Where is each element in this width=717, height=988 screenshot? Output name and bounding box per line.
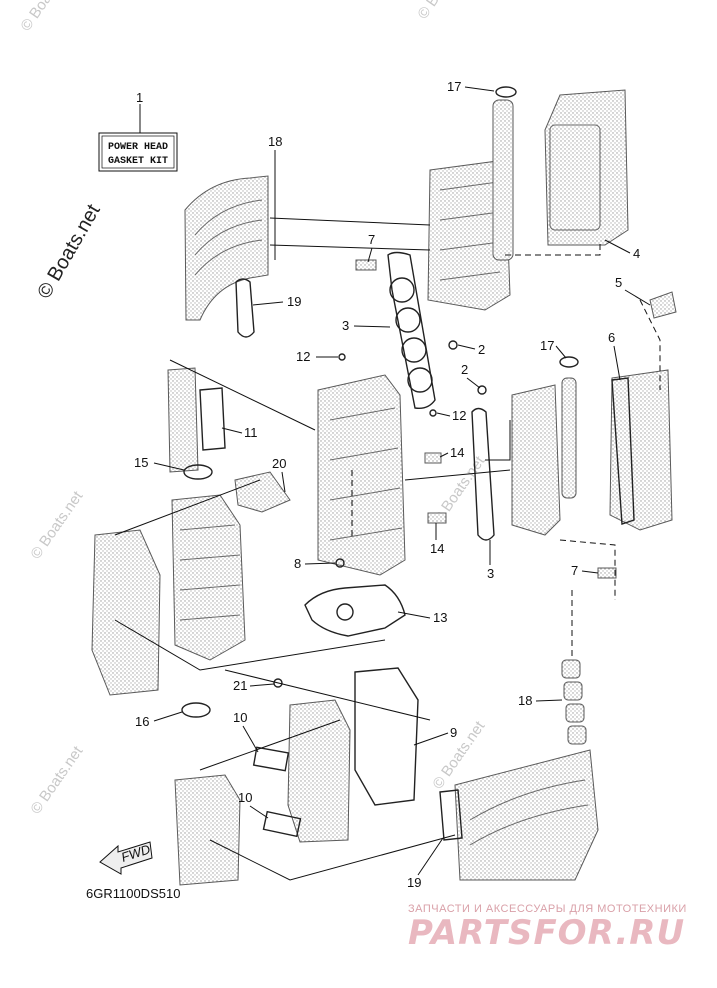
cylinder-block [317, 374, 406, 576]
kit-label-line2: GASKET KIT [108, 156, 168, 167]
callout-6: 6 [608, 330, 615, 345]
callout-11: 11 [244, 425, 258, 440]
diagram-code: 6GR1100DS510 [86, 886, 180, 901]
gasket-10-upper [252, 746, 290, 772]
callout-17-top: 17 [447, 79, 461, 94]
gasket-13 [304, 584, 406, 637]
callout-9: 9 [450, 725, 457, 740]
bracket-11 [167, 367, 226, 473]
callout-17-right: 17 [540, 338, 554, 353]
head-gasket-3-upper [387, 251, 436, 410]
crankshaft-assembly [171, 494, 246, 661]
oring-21 [273, 678, 283, 688]
camshaft-upper [492, 99, 514, 261]
cylinder-head-lower [511, 384, 561, 536]
callout-3-top: 3 [342, 318, 349, 333]
crankcase-lower-left [174, 774, 241, 886]
callout-7-right: 7 [571, 563, 578, 578]
oil-seal-16 [181, 702, 211, 718]
pin-12-lower [429, 409, 437, 417]
callout-14-lower: 14 [430, 541, 444, 556]
callout-5: 5 [615, 275, 622, 290]
callout-13: 13 [433, 610, 447, 625]
plate-14-lower [427, 512, 447, 524]
oring-17-lower [559, 356, 579, 368]
assembly-lines [114, 217, 661, 881]
camshaft-lower [561, 377, 577, 499]
partsfor-brand: PARTSFOR.RU [408, 913, 685, 953]
exhaust-manifold-lower-right [454, 749, 599, 881]
callout-10-lower: 10 [238, 790, 252, 805]
watermark-faint: © Boats.net [27, 742, 86, 817]
gasket-9 [354, 667, 419, 806]
plate-14-upper [424, 452, 442, 464]
callout-8: 8 [294, 556, 301, 571]
callout-16: 16 [135, 714, 149, 729]
callout-7-top: 7 [368, 232, 375, 247]
crankcase-left [91, 529, 161, 696]
partsfor-watermark: ЗАПЧАСТИ И АКСЕССУАРЫ ДЛЯ МОТОТЕХНИКИ PA… [408, 903, 687, 953]
head-gasket-3-lower [471, 407, 495, 541]
cylinder-head-cover-lower [609, 369, 673, 531]
fwd-arrow-icon: FWD [99, 841, 153, 875]
callouts: 1 17 18 4 7 5 19 3 6 17 2 12 2 12 11 14 … [134, 79, 651, 890]
callout-18-top: 18 [268, 134, 282, 149]
fitting-5 [649, 291, 677, 319]
gasket-3-bores-upper [389, 277, 433, 393]
kit-label-line1: POWER HEAD [108, 142, 168, 153]
crankcase-lower-mid [287, 699, 351, 843]
cylinder-head-cover-upper [544, 89, 629, 246]
gasket-19-lower [439, 789, 463, 841]
callout-14-upper: 14 [450, 445, 464, 460]
callout-12-lower: 12 [452, 408, 466, 423]
gasket-19-top [235, 278, 255, 338]
callout-4: 4 [633, 246, 640, 261]
seal-stack-18 [561, 659, 587, 745]
callout-21: 21 [233, 678, 247, 693]
partsfor-tagline: ЗАПЧАСТИ И АКСЕССУАРЫ ДЛЯ МОТОТЕХНИКИ [408, 903, 687, 915]
pin-12-upper [338, 353, 346, 361]
callout-18-right: 18 [518, 693, 532, 708]
bolt-7-lower [597, 567, 617, 579]
watermark-faint: © Boats.net [414, 0, 473, 22]
callout-12-upper: 12 [296, 349, 310, 364]
callout-1: 1 [136, 90, 143, 105]
oring-8 [335, 558, 345, 568]
callout-2-lower: 2 [461, 362, 468, 377]
callout-10-upper: 10 [233, 710, 247, 725]
callout-2-upper: 2 [478, 342, 485, 357]
callout-20: 20 [272, 456, 286, 471]
gasket-10-lower [262, 810, 302, 838]
exhaust-manifold-top-left [184, 175, 269, 321]
oring-17-top [495, 86, 517, 98]
oil-seal-15 [183, 464, 213, 480]
fitting-20 [234, 471, 291, 513]
watermark-main: © Boats.net [33, 200, 105, 302]
callout-19-lower: 19 [407, 875, 421, 890]
pin-2-upper [448, 340, 458, 350]
pin-2-lower [477, 385, 487, 395]
callout-19-top: 19 [287, 294, 301, 309]
gasket-kit-box: POWER HEAD GASKET KIT [98, 104, 178, 172]
watermark-faint: © Boats.net [17, 0, 76, 34]
watermark-faint: © Boats.net [27, 487, 86, 562]
callout-3-lower: 3 [487, 566, 494, 581]
callout-15: 15 [134, 455, 148, 470]
bolt-7-upper [355, 259, 377, 271]
